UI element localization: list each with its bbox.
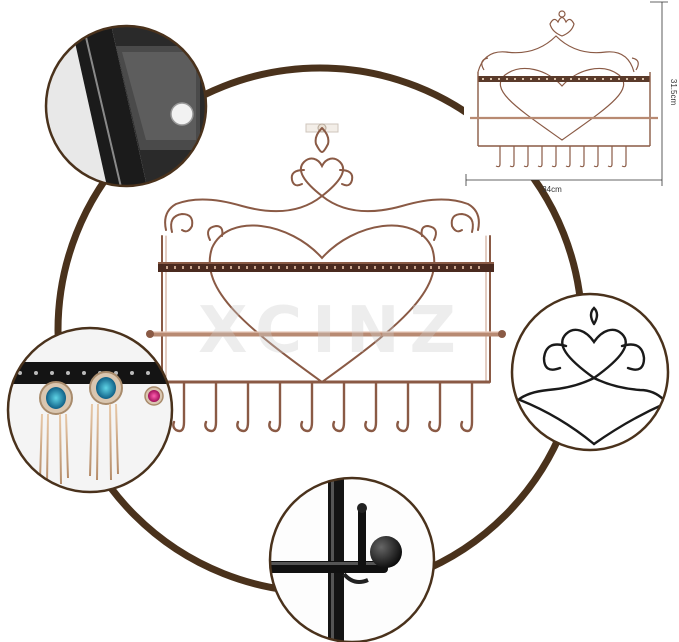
earring-hole bbox=[294, 266, 296, 269]
earring-hole bbox=[374, 266, 376, 269]
earring-hole bbox=[238, 266, 240, 269]
earring-hole bbox=[318, 266, 320, 269]
earring-hole bbox=[414, 266, 416, 269]
hook-bar bbox=[162, 380, 490, 433]
earring-hole bbox=[230, 266, 232, 269]
earring-hole bbox=[470, 266, 472, 269]
earring-hole bbox=[342, 266, 344, 269]
brand-watermark: XCINZ bbox=[198, 294, 466, 368]
height-label: 31.5cm bbox=[669, 79, 678, 106]
earring-hole bbox=[286, 266, 288, 269]
earring-hole bbox=[390, 266, 392, 269]
earring-hole bbox=[366, 266, 368, 269]
jewelry-rack bbox=[161, 123, 491, 384]
necklace-rod bbox=[146, 330, 506, 338]
earring-hole bbox=[398, 266, 400, 269]
earring-hole bbox=[302, 266, 304, 269]
detail-scroll-top bbox=[510, 292, 670, 452]
large-heart bbox=[208, 224, 436, 384]
width-label: 34cm bbox=[542, 185, 562, 194]
earring-hole bbox=[214, 266, 216, 269]
earring-hole bbox=[478, 266, 480, 269]
earring-hole bbox=[326, 266, 328, 269]
earring-hole bbox=[182, 266, 184, 269]
earring-hole bbox=[430, 266, 432, 269]
earring-hole bbox=[270, 266, 272, 269]
earring-hole bbox=[222, 266, 224, 269]
earring-hole bbox=[262, 266, 264, 269]
dimension-inset: 34cm 31.5cm bbox=[464, 1, 678, 194]
earring-hole bbox=[190, 266, 192, 269]
hook bbox=[300, 380, 314, 433]
earring-hole bbox=[454, 266, 456, 269]
hook bbox=[396, 380, 410, 433]
earring-hole bbox=[462, 266, 464, 269]
earring-hole bbox=[246, 266, 248, 269]
earring-hole bbox=[278, 266, 280, 269]
hook bbox=[332, 380, 346, 433]
earring-hole bbox=[382, 266, 384, 269]
earring-hole bbox=[358, 266, 360, 269]
hook bbox=[268, 380, 282, 433]
hook bbox=[364, 380, 378, 433]
earring-hole bbox=[254, 266, 256, 269]
earring-hole bbox=[350, 266, 352, 269]
hook bbox=[460, 380, 474, 433]
earring-hole bbox=[438, 266, 440, 269]
earring-hole bbox=[166, 266, 168, 269]
detail-hanging-hole bbox=[44, 24, 208, 188]
hook bbox=[428, 380, 442, 433]
earring-bar bbox=[158, 262, 494, 272]
earring-hole bbox=[310, 266, 312, 269]
earring-hole bbox=[406, 266, 408, 269]
detail-earrings bbox=[6, 326, 174, 494]
hook bbox=[204, 380, 218, 433]
detail-rod-end bbox=[268, 476, 436, 642]
earring-hole bbox=[334, 266, 336, 269]
hook bbox=[236, 380, 250, 433]
earring-hole bbox=[198, 266, 200, 269]
earring-hole bbox=[446, 266, 448, 269]
earring-hole bbox=[422, 266, 424, 269]
earring-hole bbox=[174, 266, 176, 269]
earring-hole bbox=[206, 266, 208, 269]
hook bbox=[172, 380, 186, 433]
